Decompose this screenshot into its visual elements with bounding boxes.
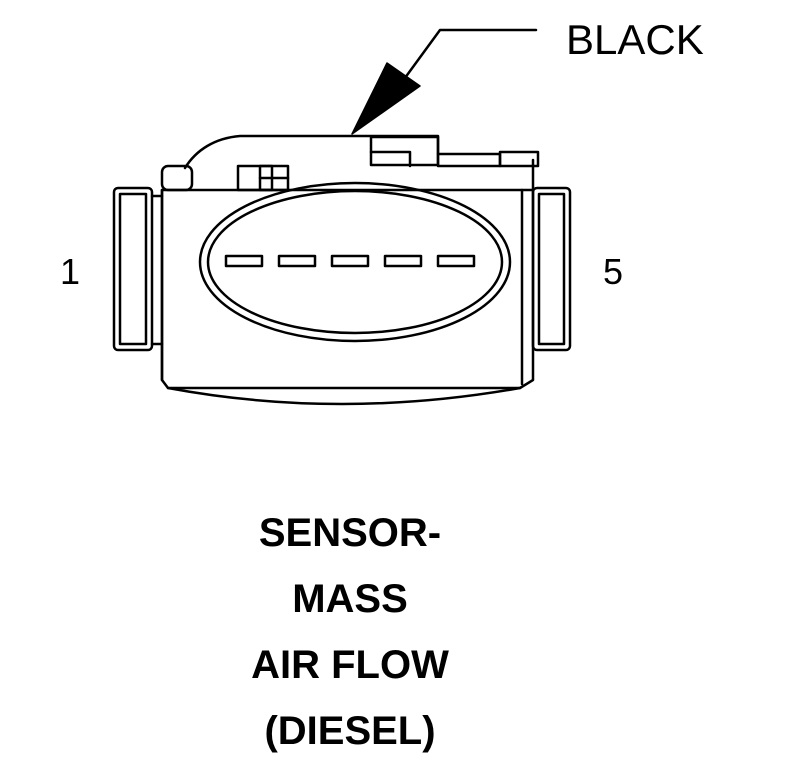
terminals xyxy=(224,254,476,268)
callout-arrowhead xyxy=(351,62,421,135)
pin-label-first: 1 xyxy=(60,251,81,292)
caption-line: AIR FLOW xyxy=(251,643,449,687)
caption-line: (DIESEL) xyxy=(264,709,436,753)
terminal-4 xyxy=(383,254,423,268)
callout-label: BLACK xyxy=(566,16,704,63)
terminal-5 xyxy=(436,254,476,268)
callout-leader xyxy=(351,28,538,135)
caption-line: SENSOR- xyxy=(258,511,442,555)
connector-bottom-curve xyxy=(166,386,522,406)
latch-knob xyxy=(160,164,194,192)
caption-line: MASS xyxy=(292,577,408,621)
terminal-2 xyxy=(277,254,317,268)
left-rib xyxy=(112,186,164,352)
connector-body xyxy=(160,158,535,406)
diagram-caption: SENSOR- MASS AIR FLOW (DIESEL) xyxy=(150,500,550,764)
terminal-face xyxy=(198,181,512,343)
pin-label-last: 5 xyxy=(603,251,624,292)
right-rib xyxy=(531,186,572,352)
terminal-1 xyxy=(224,254,264,268)
terminal-3 xyxy=(330,254,370,268)
